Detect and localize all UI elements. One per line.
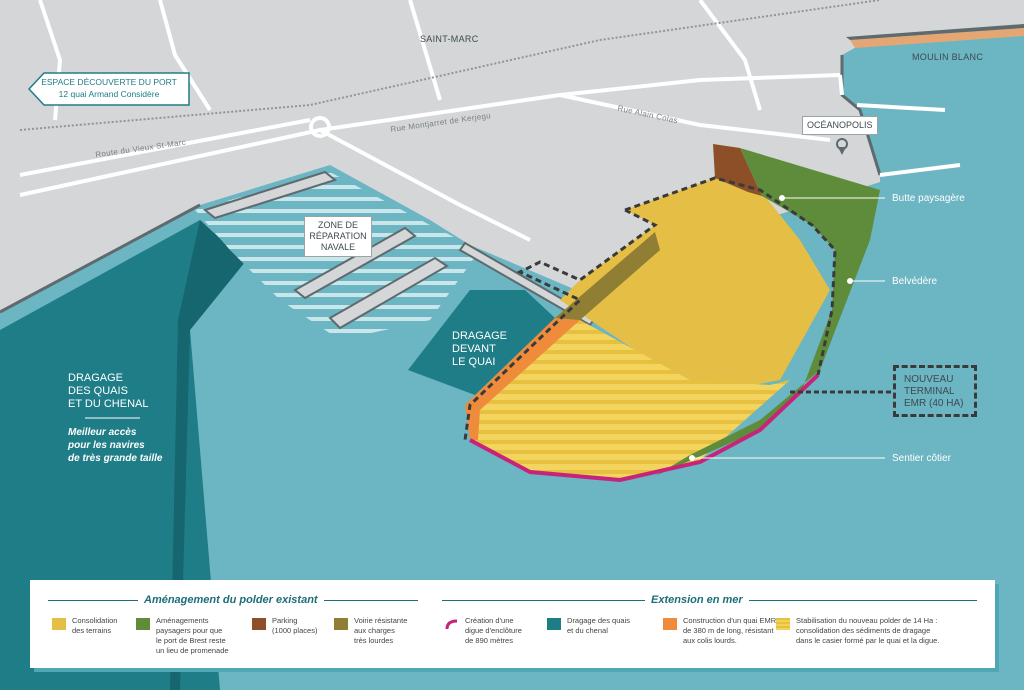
roads	[19, 0, 961, 242]
terminal-line1: NOUVEAU	[904, 374, 954, 385]
legend-item-line: le port de Brest reste	[156, 636, 226, 645]
legend-item-line: de 890 mètres	[465, 636, 513, 645]
heavy-road	[555, 232, 660, 320]
piers	[202, 170, 597, 330]
espace-line1: ESPACE DÉCOUVERTE DU PORT	[41, 77, 177, 87]
oceanopolis-label: OCÉANOPOLIS	[802, 116, 878, 135]
legend-item-line: très lourdes	[354, 636, 394, 645]
legend-item-line: aux charges	[354, 626, 395, 635]
legend-swatch	[776, 618, 790, 630]
legend-item-line: un lieu de promenade	[156, 646, 229, 655]
legend-item-text: Stabilisation du nouveau polder de 14 Ha…	[796, 616, 939, 646]
railway	[19, 0, 881, 131]
dredging-quay	[408, 290, 555, 395]
dragage-chenal-line2: DES QUAIS	[68, 385, 128, 397]
dragage-note3: de très grande taille	[68, 453, 163, 464]
dragage-note1: Meilleur accès	[68, 427, 137, 438]
emr-quay	[465, 318, 580, 440]
parking	[713, 144, 762, 196]
polder-striped	[470, 320, 790, 478]
legend: Aménagement du polder existant Extension…	[30, 580, 995, 668]
terminal-label: NOUVEAU TERMINAL EMR (40 HA)	[893, 365, 977, 417]
legend-item-line: consolidation des sédiments de dragage	[796, 626, 931, 635]
polder-yellow	[560, 178, 830, 395]
arrow-sign-icon	[28, 72, 190, 106]
dragage-chenal-label: DRAGAGE DES QUAIS ET DU CHENAL	[68, 372, 148, 411]
espace-decouverte-label: ESPACE DÉCOUVERTE DU PORT 12 quai Armand…	[28, 72, 190, 106]
dragage-quai-line3: LE QUAI	[452, 356, 496, 368]
terminal-line3: EMR (40 HA)	[904, 398, 964, 409]
legend-item-text: Parking(1000 places)	[272, 616, 317, 636]
legend-item-line: Dragage des quais	[567, 616, 630, 625]
place-saint-marc: SAINT-MARC	[420, 34, 479, 44]
legend-swatch	[52, 618, 66, 630]
dragage-quai-label: DRAGAGE DEVANT LE QUAI	[452, 330, 507, 369]
legend-swatch	[547, 618, 561, 630]
legend-swatch	[445, 618, 459, 630]
dragage-quai-line2: DEVANT	[452, 343, 496, 355]
legend-item-line: Parking	[272, 616, 298, 625]
legend-item-line: Création d'une	[465, 616, 514, 625]
legend-item-line: Aménagements	[156, 616, 209, 625]
legend-swatch	[252, 618, 266, 630]
legend-item-line: de 380 m de long, résistant	[683, 626, 774, 635]
zone-line2: RÉPARATION	[309, 231, 367, 241]
legend-item-line: Construction d'un quai EMR	[683, 616, 777, 625]
zone-line3: NAVALE	[320, 242, 356, 252]
dragage-chenal-note: Meilleur accès pour les navires de très …	[68, 426, 162, 465]
callout-butte: Butte paysagère	[892, 193, 965, 204]
dragage-chenal-line1: DRAGAGE	[68, 372, 124, 384]
legend-item-line: Consolidation	[72, 616, 118, 625]
location-pin-icon	[836, 138, 848, 155]
dredging-channel-shade	[170, 220, 245, 690]
callout-lines	[85, 195, 885, 461]
legend-left-title: Aménagement du polder existant	[138, 594, 324, 606]
legend-item-line: des terrains	[72, 626, 112, 635]
beach	[850, 28, 1024, 48]
callout-sentier: Sentier côtier	[892, 453, 951, 464]
legend-item-line: digue d'enclôture	[465, 626, 522, 635]
zone-reparation-label: ZONE DE RÉPARATION NAVALE	[304, 216, 372, 257]
place-moulin-blanc: MOULIN BLANC	[912, 52, 984, 62]
zone-line1: ZONE DE	[317, 220, 358, 230]
espace-line2: 12 quai Armand Considère	[58, 89, 160, 99]
roundabout	[309, 116, 331, 138]
dragage-chenal-line3: ET DU CHENAL	[68, 398, 149, 410]
beach-edge	[846, 24, 1024, 40]
callout-belvedere: Belvédère	[892, 276, 938, 287]
legend-right-title: Extension en mer	[645, 594, 749, 606]
legend-item-line: Voirie résistante	[354, 616, 408, 625]
legend-item-line: (1000 places)	[272, 626, 318, 635]
legend-item-line: Stabilisation du nouveau polder de 14 Ha…	[796, 616, 938, 625]
legend-item-line: dans le casier formé par le quai et la d…	[796, 636, 940, 645]
dragage-note2: pour les navires	[68, 440, 145, 451]
legend-item-line: paysagers pour que	[156, 626, 223, 635]
dike	[469, 373, 820, 483]
legend-swatch	[334, 618, 348, 630]
landscaped-green	[655, 148, 880, 476]
polder-outline	[463, 176, 837, 441]
dragage-quai-line1: DRAGAGE	[452, 330, 508, 342]
legend-swatch	[663, 618, 677, 630]
terminal-line2: TERMINAL	[904, 386, 955, 397]
legend-swatch	[136, 618, 150, 630]
legend-item-line: aux colis lourds.	[683, 636, 737, 645]
legend-item-line: et du chenal	[567, 626, 608, 635]
